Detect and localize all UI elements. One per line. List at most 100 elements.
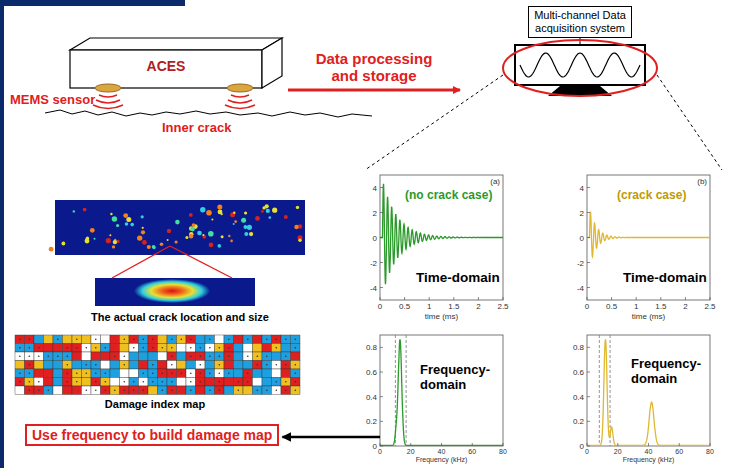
mems-sensor xyxy=(227,84,253,92)
grid-cell xyxy=(110,344,120,353)
tick-label: -2 xyxy=(577,258,584,267)
tick-label: 40 xyxy=(645,448,653,455)
heat-speckle xyxy=(109,234,111,236)
grid-cell xyxy=(148,361,158,370)
grid-cell xyxy=(120,361,130,370)
tick-mark xyxy=(410,443,411,446)
heat-speckle xyxy=(142,240,147,245)
grid-cell xyxy=(129,361,139,370)
grid-cell xyxy=(34,369,44,378)
grid-dot xyxy=(171,373,173,375)
grid-dot xyxy=(124,390,126,392)
grid-cell xyxy=(101,378,111,387)
grid-dot xyxy=(285,390,287,392)
grid-cell xyxy=(72,352,82,361)
tick-mark xyxy=(380,297,381,300)
heat-speckle xyxy=(49,247,54,252)
grid-cell xyxy=(234,352,244,361)
grid-cell xyxy=(82,344,92,353)
grid-dot xyxy=(171,381,173,383)
plot-panel: (crack case)Time-domain xyxy=(587,175,710,300)
grid-dot xyxy=(228,339,230,341)
grid-cell xyxy=(224,378,234,387)
tick-label: 0 xyxy=(585,302,589,311)
axis-title: Frequency (kHz) xyxy=(623,456,675,463)
heat-speckle xyxy=(83,208,87,212)
grid-cell xyxy=(281,352,291,361)
heat-speckle xyxy=(125,222,129,226)
grid-cell xyxy=(110,352,120,361)
heat-speckle xyxy=(142,227,144,229)
grid-cell xyxy=(15,386,25,395)
grid-dot xyxy=(257,390,259,392)
grid-dot xyxy=(219,364,221,366)
plot-frame xyxy=(587,335,710,446)
heat-speckle xyxy=(130,223,134,227)
grid-cell xyxy=(34,335,44,344)
grid-dot xyxy=(295,347,297,349)
grid-cell xyxy=(91,352,101,361)
heat-speckle xyxy=(189,213,193,217)
grid-cell xyxy=(196,369,206,378)
grid-dot xyxy=(285,356,287,358)
grid-cell xyxy=(34,378,44,387)
tick-label: 0.2 xyxy=(366,417,377,426)
grid-cell xyxy=(91,361,101,370)
grid-dot xyxy=(247,381,249,383)
grid-cell xyxy=(44,352,54,361)
grid-dot xyxy=(152,339,154,341)
grid-dot xyxy=(76,373,78,375)
grid-cell xyxy=(243,386,253,395)
grid-cell xyxy=(63,352,73,361)
grid-cell xyxy=(281,386,291,395)
grid-dot xyxy=(67,373,69,375)
grid-cell xyxy=(234,361,244,370)
crack-blob xyxy=(134,279,210,303)
grid-dot xyxy=(67,364,69,366)
grid-cell xyxy=(272,352,282,361)
tick-label: 0 xyxy=(580,233,584,242)
grid-cell xyxy=(72,335,82,344)
panel-tag: (a) xyxy=(490,177,500,186)
heat-speckle xyxy=(126,217,131,222)
grid-cell xyxy=(139,352,149,361)
grid-cell xyxy=(205,335,215,344)
domain-label: Frequency- domain xyxy=(420,363,498,393)
tick-label: 20 xyxy=(614,448,622,455)
grid-dot xyxy=(276,347,278,349)
grid-dot xyxy=(228,347,230,349)
grid-cell xyxy=(139,361,149,370)
grid-cell xyxy=(53,378,63,387)
tick-mark xyxy=(429,297,430,300)
tick-label: 0.4 xyxy=(573,392,584,401)
tick-mark xyxy=(503,297,504,300)
heat-speckle xyxy=(175,240,178,243)
axis-title: time (ms) xyxy=(425,312,458,321)
grid-cell xyxy=(44,386,54,395)
heat-speckle xyxy=(106,238,111,243)
grid-dot xyxy=(67,356,69,358)
grid-cell xyxy=(110,369,120,378)
grid-cell xyxy=(120,369,130,378)
grid-cell xyxy=(167,386,177,395)
grid-dot xyxy=(19,339,21,341)
grid-cell xyxy=(120,335,130,344)
grid-dot xyxy=(76,339,78,341)
grid-dot xyxy=(95,373,97,375)
heat-speckle xyxy=(262,206,265,209)
grid-dot xyxy=(238,381,240,383)
heat-speckle xyxy=(90,228,95,233)
grid-dot xyxy=(200,373,202,375)
grid-cell xyxy=(158,369,168,378)
tick-mark xyxy=(380,372,383,373)
grid-cell xyxy=(215,361,225,370)
grid-cell xyxy=(224,386,234,395)
grid-dot xyxy=(247,373,249,375)
grid-cell xyxy=(215,369,225,378)
heat-speckle xyxy=(112,216,117,221)
plot-frame xyxy=(380,175,503,300)
grid-dot xyxy=(152,373,154,375)
tick-mark xyxy=(710,443,711,446)
heat-speckle xyxy=(233,223,235,225)
grid-cell xyxy=(224,352,234,361)
